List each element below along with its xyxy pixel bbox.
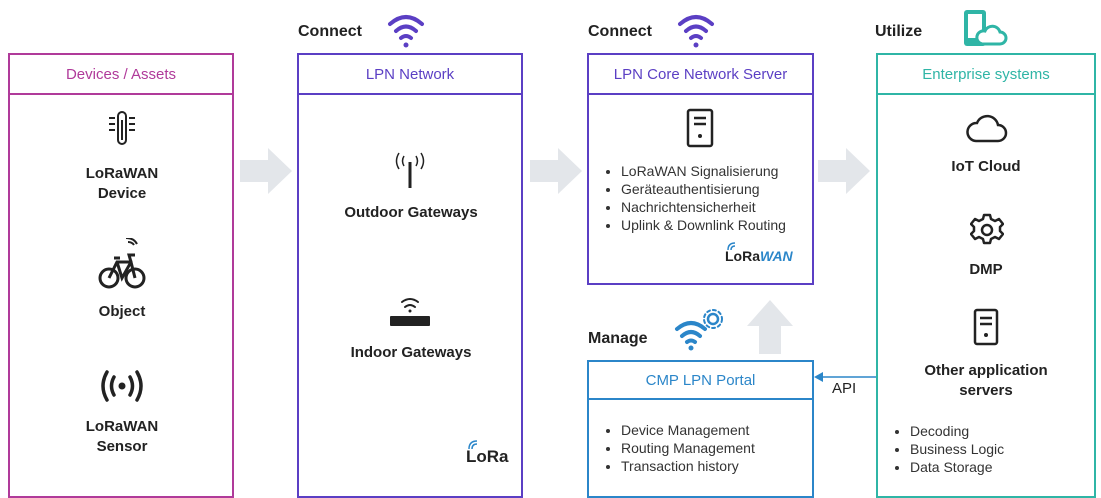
iot-cloud-label: IoT Cloud bbox=[951, 158, 1021, 175]
enterprise-systems-panel: Enterprise systems bbox=[876, 53, 1096, 498]
core-feature-item: Nachrichtensicherheit bbox=[621, 198, 826, 216]
lora-logo: LoRa bbox=[466, 447, 509, 467]
wifi-icon bbox=[386, 10, 426, 50]
device-label-lorawan-sensor: LoRaWAN Sensor bbox=[85, 418, 159, 455]
wifi-gear-icon bbox=[673, 307, 725, 353]
other-application-servers-label: Other application servers bbox=[924, 362, 1048, 399]
core-feature-item: Geräteauthentisierung bbox=[621, 180, 826, 198]
bicycle-icon bbox=[98, 238, 146, 292]
stage-label-connect-2: Connect bbox=[588, 23, 652, 40]
enterprise-feature-item: Data Storage bbox=[910, 458, 1101, 476]
api-connector-arrow bbox=[814, 370, 876, 388]
outdoor-gateways-label: Outdoor Gateways bbox=[344, 204, 478, 221]
stage-label-manage: Manage bbox=[588, 330, 648, 347]
core-network-server-title: LPN Core Network Server bbox=[589, 55, 812, 95]
device-cloud-icon bbox=[962, 8, 1008, 50]
device-label-lorawan-device: LoRaWAN Device bbox=[85, 165, 159, 202]
lpn-network-title: LPN Network bbox=[299, 55, 521, 95]
core-features-list: LoRaWAN Signalisierung Geräteauthentisie… bbox=[603, 162, 826, 234]
lorawan-signal-icon bbox=[726, 241, 740, 251]
portal-features-list: Device Management Routing Management Tra… bbox=[603, 421, 826, 475]
gear-icon bbox=[970, 213, 1004, 247]
cmp-lpn-portal-title: CMP LPN Portal bbox=[589, 362, 812, 400]
core-feature-item: Uplink & Downlink Routing bbox=[621, 216, 826, 234]
portal-feature-item: Transaction history bbox=[621, 457, 826, 475]
enterprise-feature-item: Business Logic bbox=[910, 440, 1101, 458]
dmp-label: DMP bbox=[969, 261, 1003, 278]
api-label: API bbox=[832, 380, 857, 397]
device-label-object: Object bbox=[98, 303, 146, 320]
enterprise-features-list: Decoding Business Logic Data Storage bbox=[892, 422, 1101, 476]
stage-label-utilize: Utilize bbox=[875, 23, 923, 40]
antenna-icon bbox=[390, 150, 430, 190]
flow-arrow-portal-to-core bbox=[747, 300, 793, 359]
lorawan-logo-wan: WAN bbox=[760, 248, 793, 264]
enterprise-systems-title: Enterprise systems bbox=[878, 55, 1094, 95]
flow-arrow-devices-to-network bbox=[240, 148, 292, 199]
sensor-waves-icon bbox=[97, 368, 147, 404]
lorawan-logo-lora: LoRa bbox=[725, 248, 760, 264]
lpn-network-panel: LPN Network bbox=[297, 53, 523, 498]
core-feature-item: LoRaWAN Signalisierung bbox=[621, 162, 826, 180]
enterprise-feature-item: Decoding bbox=[910, 422, 1101, 440]
server-icon bbox=[686, 108, 714, 148]
server-icon bbox=[973, 308, 999, 346]
wifi-icon bbox=[676, 10, 716, 50]
thermometer-icon bbox=[107, 110, 137, 146]
router-icon bbox=[388, 294, 432, 330]
core-network-server-panel: LPN Core Network Server bbox=[587, 53, 814, 285]
portal-feature-item: Routing Management bbox=[621, 439, 826, 457]
flow-arrow-core-to-enterprise bbox=[818, 148, 870, 199]
stage-label-connect-1: Connect bbox=[298, 23, 362, 40]
lora-logo-text: LoRa bbox=[466, 447, 509, 466]
flow-arrow-network-to-core bbox=[530, 148, 582, 199]
indoor-gateways-label: Indoor Gateways bbox=[350, 344, 472, 361]
cloud-icon bbox=[966, 114, 1008, 144]
portal-feature-item: Device Management bbox=[621, 421, 826, 439]
lora-signal-icon bbox=[467, 439, 483, 451]
devices-assets-title: Devices / Assets bbox=[10, 55, 232, 95]
